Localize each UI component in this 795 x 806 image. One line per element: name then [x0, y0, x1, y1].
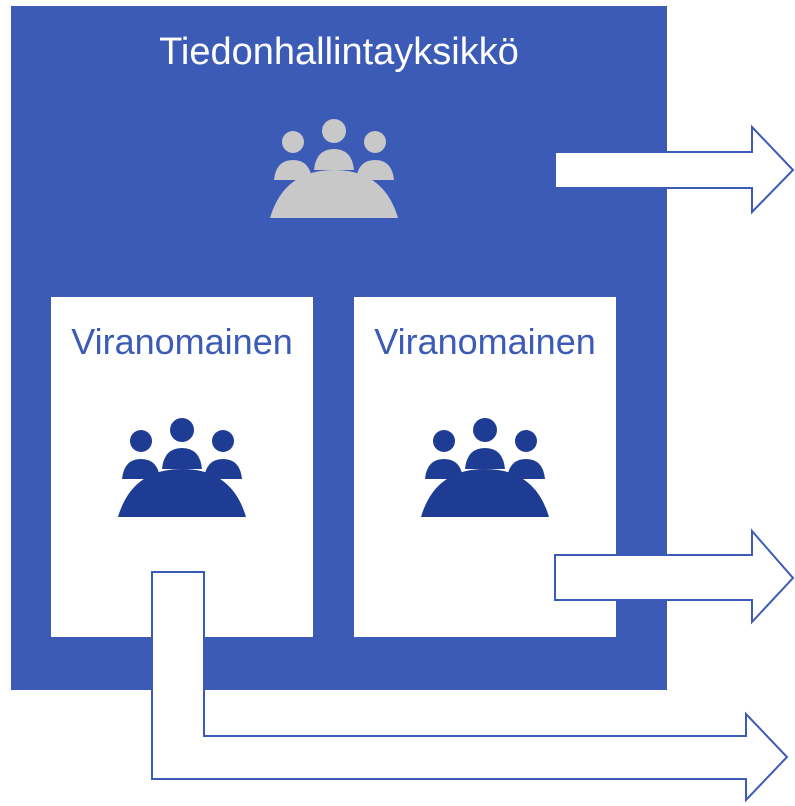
authority-1-outgoing-arrow [151, 571, 789, 803]
authority-title: Viranomainen [374, 321, 596, 362]
unit-title: Tiedonhallintayksikkö [159, 31, 519, 73]
authority-title: Viranomainen [71, 321, 293, 362]
unit-outgoing-arrow [554, 124, 795, 215]
information-management-unit: Tiedonhallintayksikkö Viranomainen Viran… [11, 6, 667, 690]
authority-2-outgoing-arrow [554, 528, 795, 625]
